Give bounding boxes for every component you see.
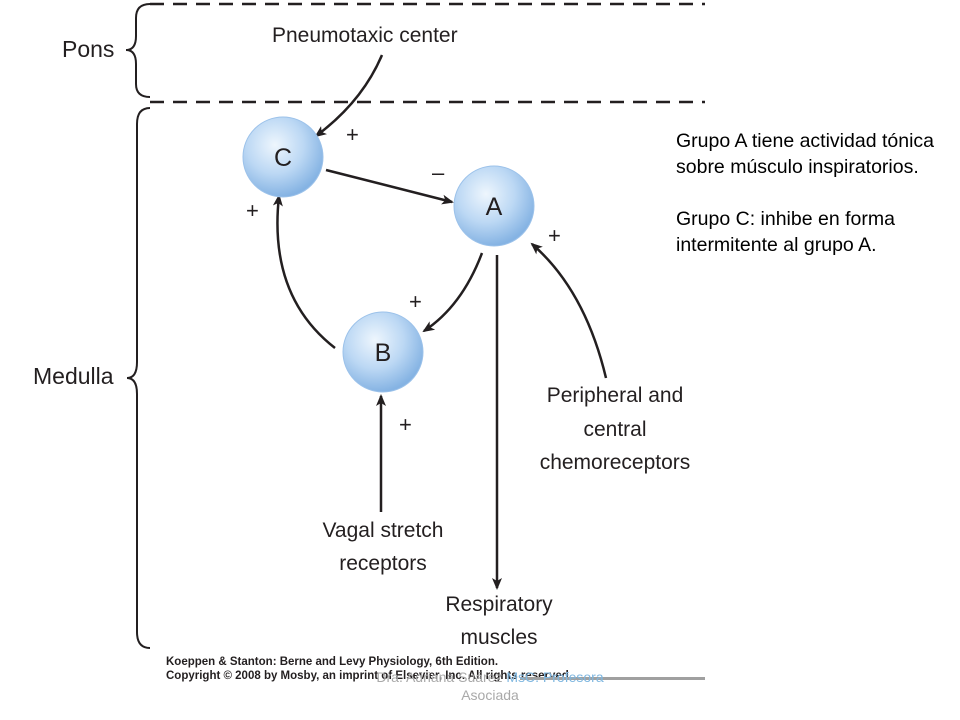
sign-c-to-a: – bbox=[432, 160, 445, 185]
vagal-receptors-label-line1: Vagal stretch bbox=[322, 519, 443, 542]
respiratory-muscles-label-line2: muscles bbox=[460, 626, 537, 649]
pneumotaxic-center-label: Pneumotaxic center bbox=[272, 24, 458, 47]
arrow-c-to-a bbox=[325, 168, 454, 205]
note-group-a: Grupo A tiene actividad tónica sobre mús… bbox=[676, 130, 935, 178]
node-b: B bbox=[342, 311, 424, 393]
node-a: A bbox=[453, 165, 535, 247]
footer-rule bbox=[520, 677, 705, 680]
sign-pneumotaxic-to-c: + bbox=[346, 122, 359, 147]
node-a-letter: A bbox=[486, 193, 503, 221]
pons-label: Pons bbox=[62, 36, 114, 62]
node-c: C bbox=[242, 116, 324, 198]
author-watermark: Dra. Adriana Suárez MsC. Profesora Asoci… bbox=[340, 668, 640, 704]
arrow-a-to-b bbox=[422, 252, 484, 333]
watermark-degree: MsC. Profesora bbox=[506, 669, 604, 685]
watermark-role: Asociada bbox=[461, 687, 519, 703]
sign-a-to-b: + bbox=[409, 289, 422, 314]
sign-b-to-c: + bbox=[246, 198, 259, 223]
sign-chemoreceptors-to-a: + bbox=[548, 223, 561, 248]
respiratory-muscles-label-line1: Respiratory bbox=[445, 593, 553, 616]
chemoreceptors-label-line2: central bbox=[583, 418, 646, 441]
node-c-letter: C bbox=[274, 144, 292, 172]
chemoreceptors-label-line3: chemoreceptors bbox=[540, 451, 691, 474]
side-notes: Grupo A tiene actividad tónica sobre mús… bbox=[676, 128, 946, 258]
sign-vagal-to-b: + bbox=[399, 412, 412, 437]
watermark-author: Dra. Adriana Suárez bbox=[376, 669, 507, 685]
medulla-brace bbox=[126, 107, 151, 649]
copyright-line2: Copyright © 2008 by Mosby, an imprint of… bbox=[166, 670, 572, 682]
arrow-chemoreceptors-to-a bbox=[530, 242, 608, 379]
vagal-receptors-label-line2: receptors bbox=[339, 552, 427, 575]
copyright-line1: Koeppen & Stanton: Berne and Levy Physio… bbox=[166, 656, 498, 668]
arrow-b-to-c bbox=[272, 194, 336, 349]
medulla-label: Medulla bbox=[33, 363, 114, 389]
pons-brace bbox=[125, 3, 151, 98]
arrow-pneumotaxic-to-c bbox=[314, 54, 384, 138]
node-b-letter: B bbox=[375, 339, 392, 367]
chemoreceptors-label-line1: Peripheral and bbox=[547, 384, 684, 407]
note-group-c: Grupo C: inhibe en forma intermitente al… bbox=[676, 208, 895, 256]
